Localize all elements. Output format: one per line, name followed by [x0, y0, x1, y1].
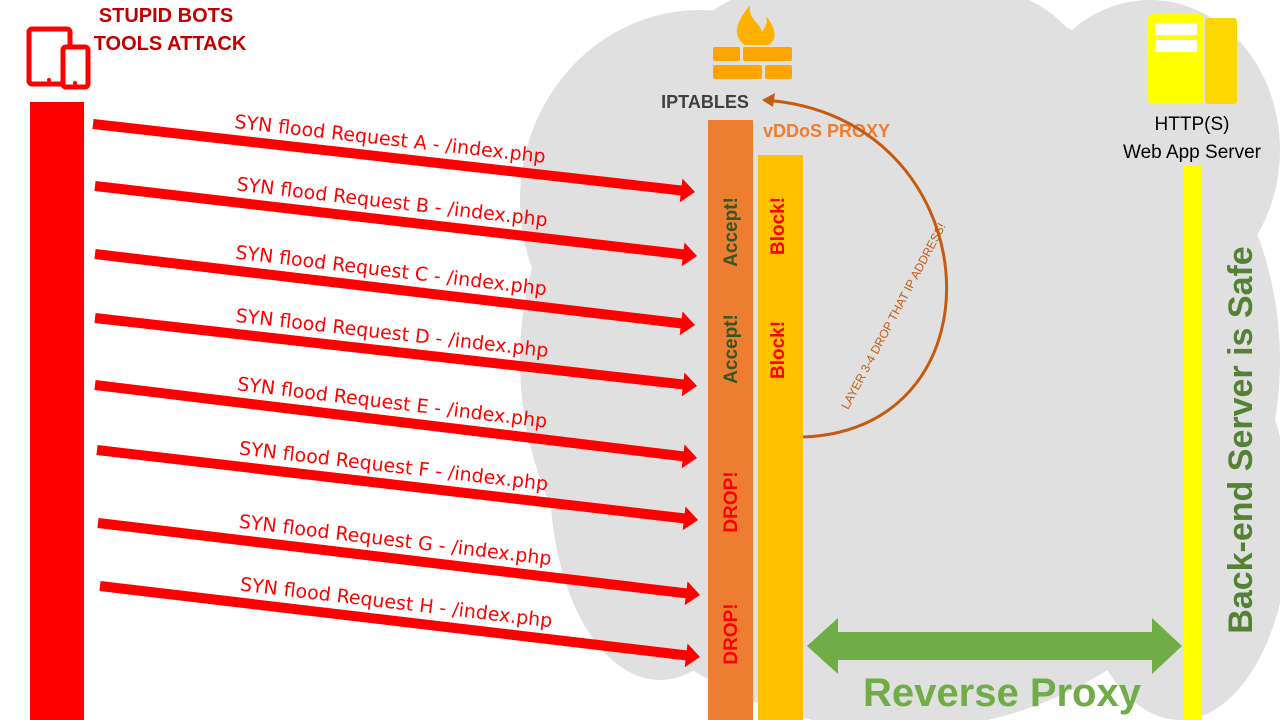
iptables-label: IPTABLES [661, 92, 749, 112]
iptables-bar [708, 120, 753, 720]
proxy-action: Block! [768, 321, 789, 379]
iptables-action: DROP! [721, 603, 742, 664]
iptables-action: Accept! [721, 314, 742, 384]
arrow-shape [97, 518, 700, 606]
arrow-shape [94, 380, 697, 469]
proxy-actions: Block! Block! [768, 197, 789, 379]
server-label-line2: Web App Server [1123, 142, 1262, 163]
server-status: Back-end Server is Safe [1222, 246, 1260, 633]
attacker-title-line1: STUPID BOTS [99, 5, 233, 27]
iptables-action: DROP! [721, 471, 742, 532]
vddos-proxy-label: vDDoS PROXY [763, 121, 890, 141]
reverse-proxy-label: Reverse Proxy [863, 671, 1142, 715]
cloud-background [520, 0, 1280, 720]
server-line [1184, 165, 1201, 720]
iptables-action: Accept! [721, 197, 742, 267]
attacker-bar [30, 102, 84, 720]
firewall-icon [713, 5, 792, 79]
arrow-shape [92, 119, 696, 203]
vddos-proxy-bar [758, 155, 803, 720]
reverse-proxy-arrow [807, 618, 1182, 674]
arrow-shape [94, 313, 698, 397]
arrow-shape [94, 181, 697, 267]
arrow-shape [96, 445, 698, 531]
devices-icon [26, 26, 91, 90]
server-icon [1148, 14, 1237, 104]
arrow-shape [99, 581, 700, 668]
server-label-line1: HTTP(S) [1155, 114, 1230, 135]
attacker-title-line2: TOOLS ATTACK [94, 33, 247, 55]
arrow-shape [94, 249, 695, 336]
proxy-action: Block! [768, 197, 789, 255]
iptables-actions: Accept! Accept! DROP! DROP! [721, 197, 742, 664]
feedback-arrow [762, 93, 949, 439]
